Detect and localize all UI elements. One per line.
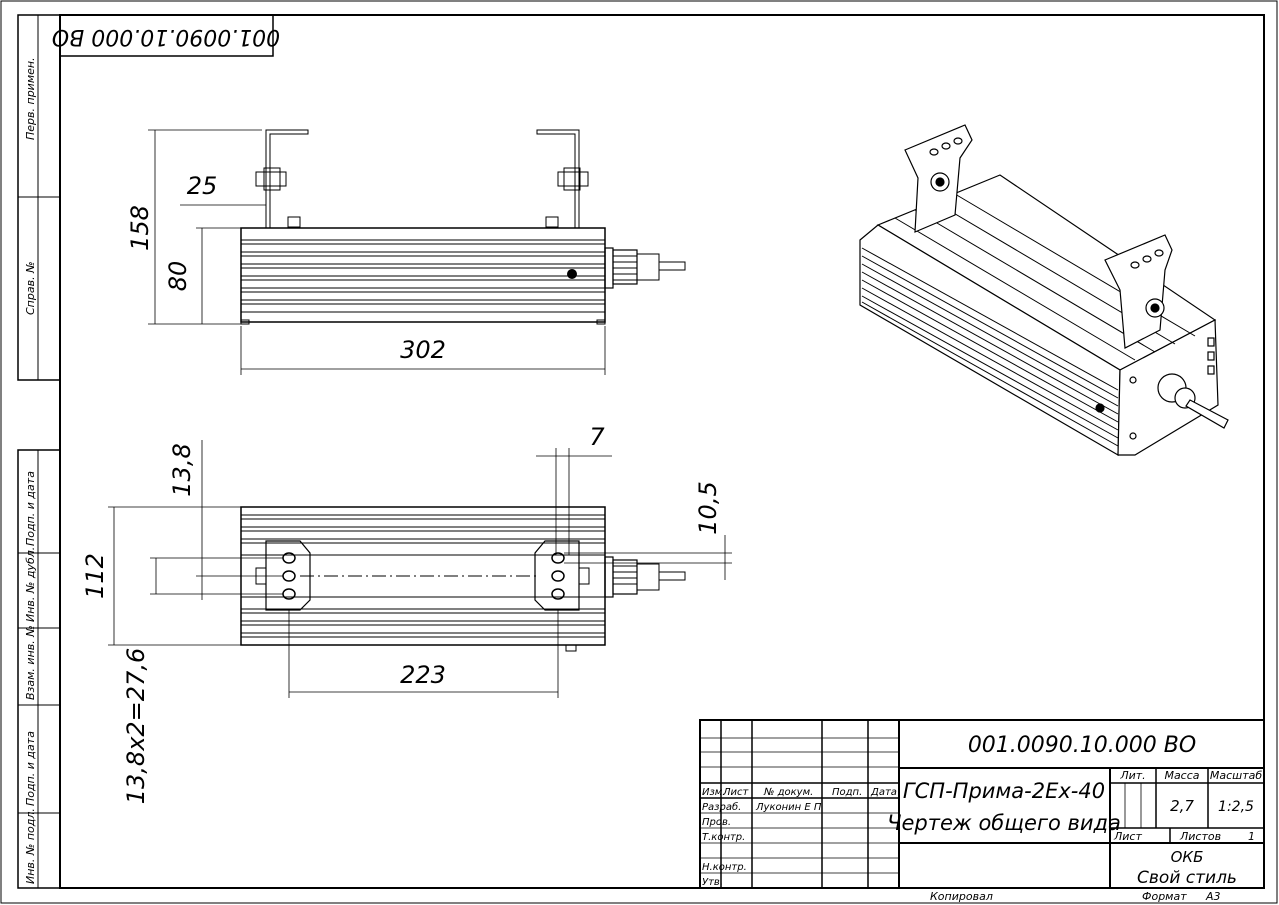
front-dimensions xyxy=(148,129,606,375)
tb-kopiroval: Копировал xyxy=(930,890,993,903)
tb-nkontr: Н.контр. xyxy=(702,862,747,873)
dim-302: 302 xyxy=(400,336,446,364)
front-view xyxy=(240,129,686,325)
tb-org-line2: Свой стиль xyxy=(1137,868,1237,888)
strip-sprav-no: Справ. № xyxy=(24,261,37,315)
dim-7: 7 xyxy=(589,423,605,451)
strip-vzam-inv: Взам. инв. № xyxy=(24,625,37,700)
tb-utv: Утв. xyxy=(702,877,723,888)
tb-sheets-label: Листов xyxy=(1179,830,1221,843)
tb-sheet-label: Лист xyxy=(1113,830,1142,843)
tb-doc-no: № докум. xyxy=(763,787,813,798)
strip-inv-dubl: Инв. № дубл. xyxy=(24,547,37,622)
tb-org-line1: ОКБ xyxy=(1171,848,1204,866)
strip-inv-podl: Инв. № подл. xyxy=(24,808,37,884)
designation-mirrored: 001.0090.10.000 ВО xyxy=(52,24,280,49)
tb-format-value: А3 xyxy=(1205,890,1221,903)
top-dimensions xyxy=(108,440,732,698)
tb-designation: 001.0090.10.000 ВО xyxy=(968,733,1196,758)
isometric-view xyxy=(859,124,1229,457)
tb-mass-header: Масса xyxy=(1164,769,1199,782)
dim-25: 25 xyxy=(187,172,218,200)
tb-sheets-value: 1 xyxy=(1248,830,1255,843)
tb-izm: Изм. xyxy=(702,787,726,798)
dim-13-8: 13,8 xyxy=(168,443,196,496)
dim-223: 223 xyxy=(400,661,446,689)
tb-tkontr: Т.контр. xyxy=(702,832,745,843)
dim-158: 158 xyxy=(126,205,154,251)
designation-mirrored-box: 001.0090.10.000 ВО xyxy=(52,14,280,57)
strip-podp-data-1: Подп. и дата xyxy=(24,471,37,546)
left-strip: Перв. примен. Справ. № Подп. и дата Инв.… xyxy=(17,14,61,889)
dim-10-5: 10,5 xyxy=(694,481,722,534)
top-view xyxy=(240,506,686,652)
strip-perv-primen: Перв. примен. xyxy=(24,57,37,140)
tb-razrab: Разраб. xyxy=(702,801,741,813)
dim-112: 112 xyxy=(81,553,109,599)
tb-product-name: ГСП-Прима-2Ех-40 xyxy=(903,779,1105,803)
tb-scale-value: 1:2,5 xyxy=(1218,799,1254,815)
tb-format-label: Формат xyxy=(1142,890,1187,903)
tb-razrab-name: Луконин Е П xyxy=(755,802,822,813)
tb-data: Дата xyxy=(870,787,897,798)
tb-podp: Подп. xyxy=(832,787,862,798)
dim-chain-27-6: 13,8х2=27,6 xyxy=(122,648,150,804)
title-block xyxy=(699,719,1265,889)
tb-prov: Пров. xyxy=(702,817,731,828)
tb-lit-header: Лит. xyxy=(1119,769,1145,782)
dim-80: 80 xyxy=(164,261,192,292)
tb-scale-header: Масштаб xyxy=(1210,769,1262,782)
tb-list: Лист xyxy=(722,787,750,798)
tb-mass-value: 2,7 xyxy=(1170,797,1194,815)
strip-podp-data-2: Подп. и дата xyxy=(24,731,37,806)
tb-doc-name: Чертеж общего вида xyxy=(887,811,1121,835)
